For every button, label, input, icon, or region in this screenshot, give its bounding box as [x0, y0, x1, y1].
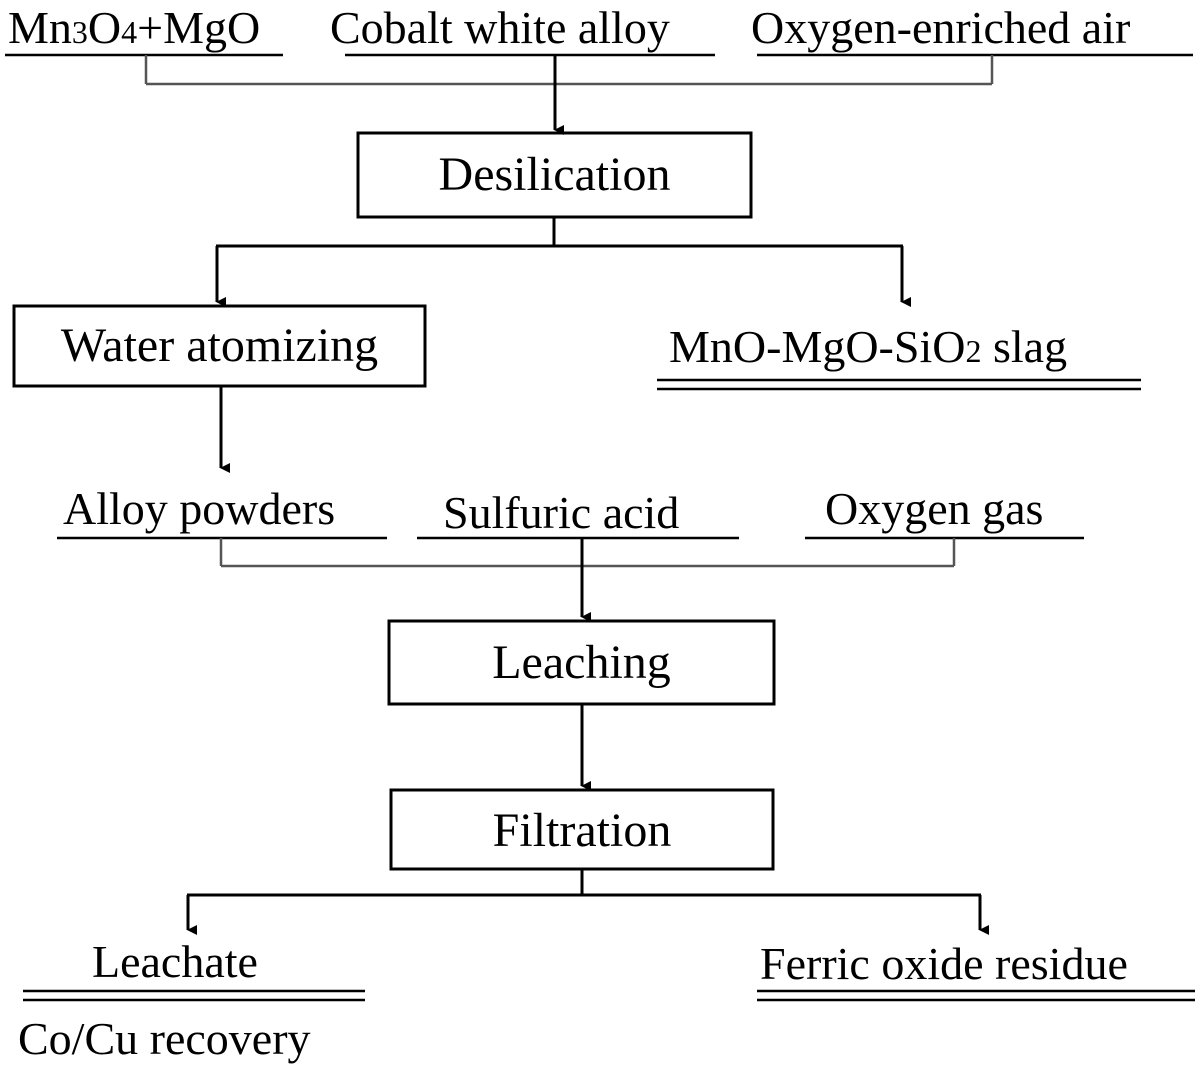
- product-slag: MnO-MgO-SiO2 slag: [669, 324, 1067, 370]
- slag-text-1: MnO-MgO-SiO: [669, 321, 966, 372]
- input-alloy-powders: Alloy powders: [63, 483, 336, 534]
- mn3o4-mgo-subscript-1: 3: [71, 14, 88, 50]
- slag-subscript: 2: [965, 333, 982, 369]
- step-desilication: Desilication: [438, 148, 671, 201]
- input-cobalt-white-alloy: Cobalt white alloy: [330, 2, 670, 53]
- product-leachate: Leachate: [92, 936, 258, 987]
- step-leaching: Leaching: [492, 636, 671, 689]
- mn3o4-mgo-text-3: +MgO: [137, 2, 261, 53]
- step-filtration: Filtration: [492, 804, 672, 857]
- input-sulfuric-acid: Sulfuric acid: [443, 487, 680, 538]
- mn3o4-mgo-text-1: Mn: [8, 2, 72, 53]
- input-oxygen-enriched-air: Oxygen-enriched air: [751, 2, 1131, 53]
- mn3o4-mgo-subscript-2: 4: [121, 14, 138, 50]
- product-co-cu-recovery: Co/Cu recovery: [18, 1013, 311, 1064]
- input-oxygen-gas: Oxygen gas: [825, 483, 1044, 534]
- step-water-atomizing: Water atomizing: [60, 319, 379, 372]
- slag-text-2: slag: [981, 321, 1068, 372]
- mn3o4-mgo-text-2: O: [87, 2, 122, 53]
- input-mn3o4-mgo: Mn3O4+MgO: [8, 5, 260, 51]
- product-ferric-oxide-residue: Ferric oxide residue: [760, 938, 1128, 989]
